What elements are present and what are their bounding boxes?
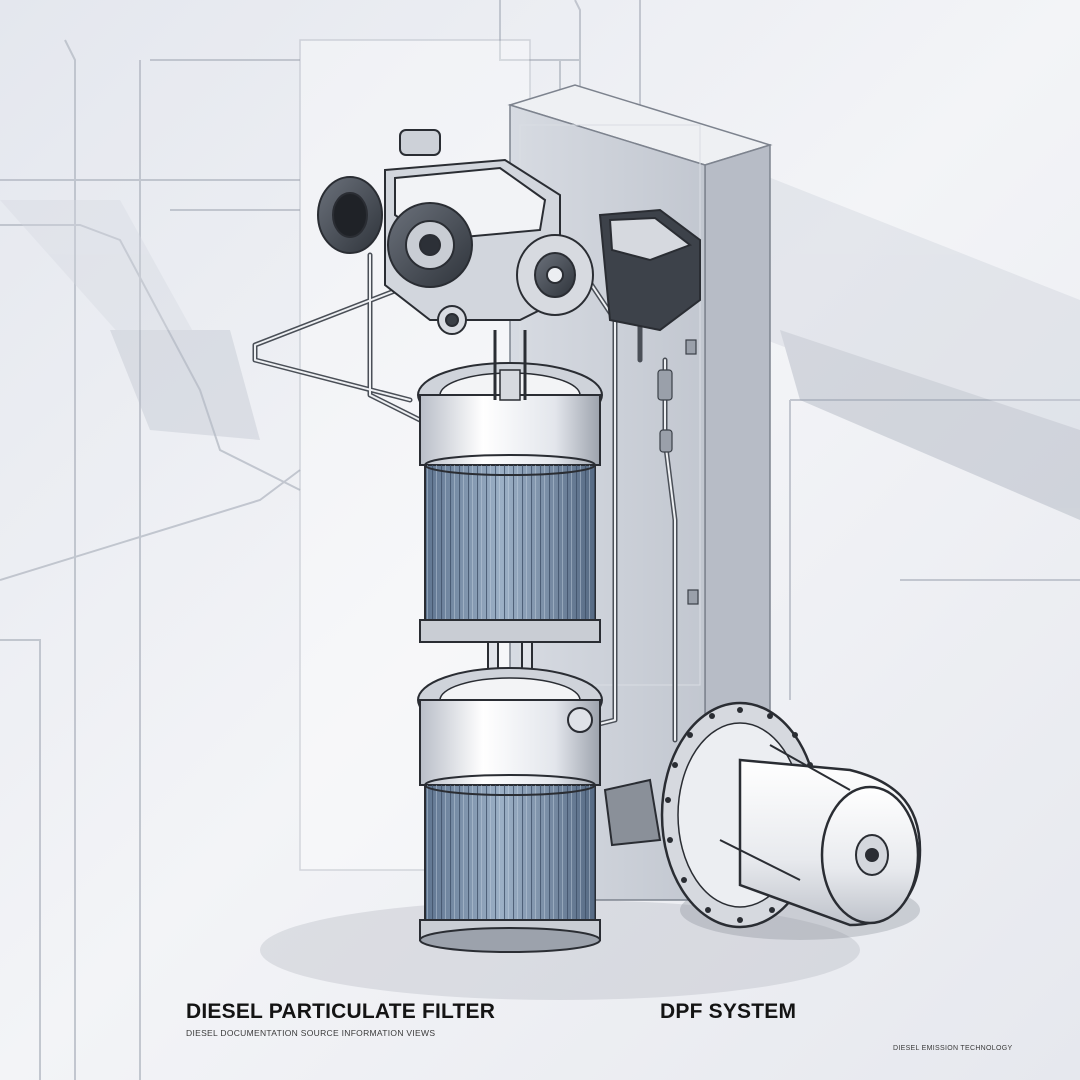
background-light-streaks — [0, 150, 1080, 520]
sensor-clips — [657, 339, 699, 605]
mounting-bracket — [598, 208, 701, 332]
illustration-subtitle: DIESEL DOCUMENTATION SOURCE INFORMATION … — [186, 1028, 436, 1038]
flanged-canister — [603, 701, 922, 929]
illustration-title: DIESEL PARTICULATE FILTER — [186, 1000, 496, 1023]
system-label: DPF SYSTEM — [660, 1000, 797, 1023]
lower-filter-element — [417, 667, 603, 953]
upper-filter-element — [417, 330, 603, 643]
valve-manifold — [317, 129, 594, 335]
footnote: DIESEL EMISSION TECHNOLOGY — [893, 1045, 1013, 1052]
